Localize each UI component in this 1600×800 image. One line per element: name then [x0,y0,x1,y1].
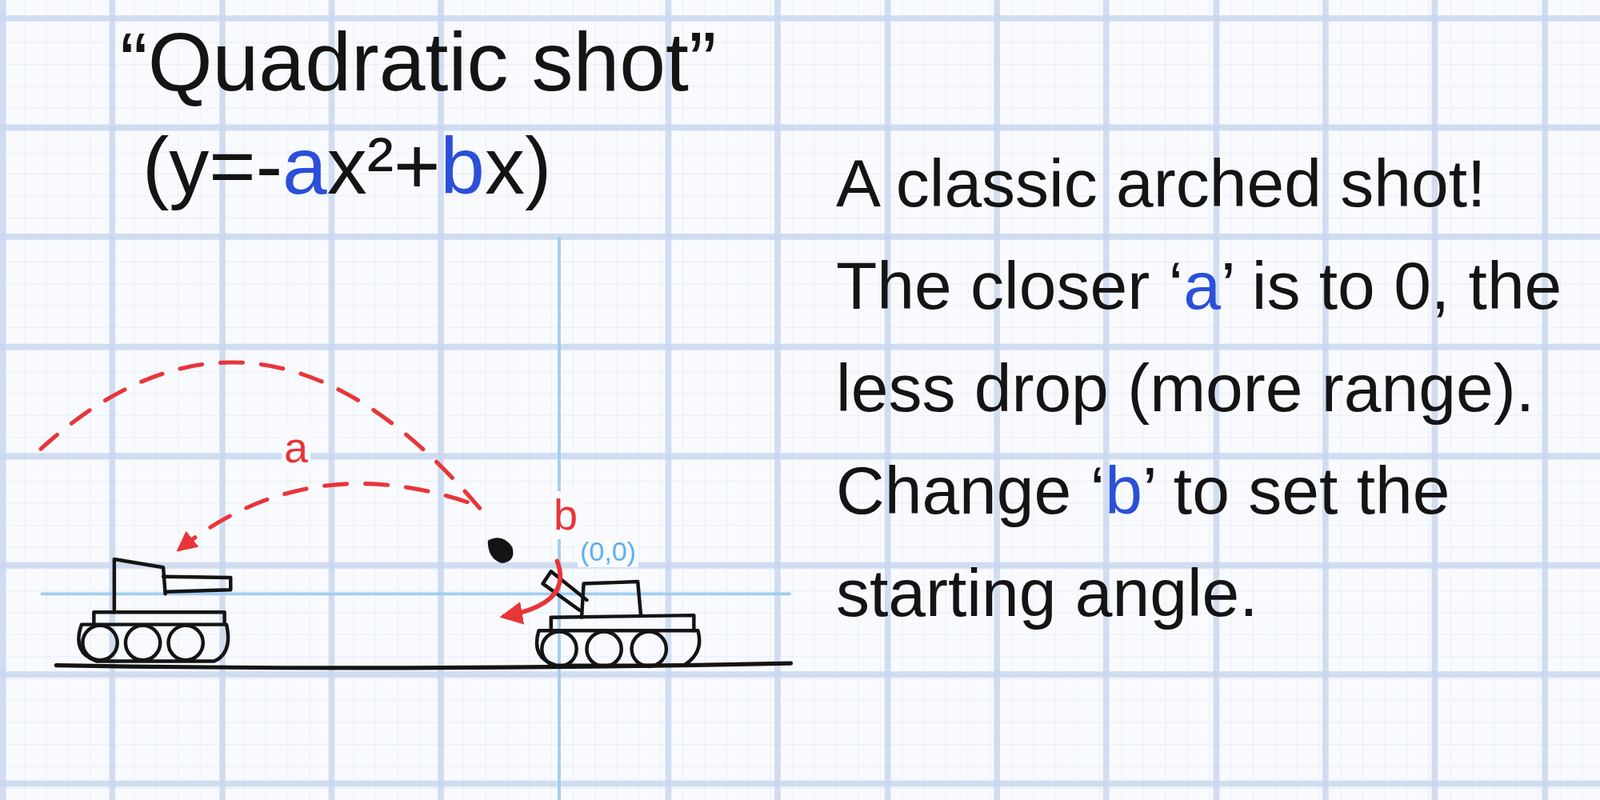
projectile [488,537,514,564]
formula-part: x) [484,120,552,211]
formula: (y=-ax²+bx) [142,120,552,212]
formula-part: b [440,120,485,211]
formula-part: x²+ [327,120,441,211]
note-paragraph: A classic arched shot! The closer ‘a’ is… [836,132,1584,644]
formula-part: a [282,120,328,211]
angle-arrow [504,561,560,617]
note-part: b [1104,452,1143,528]
x-axis [40,592,792,596]
note-part: a [1183,248,1221,324]
angle-label: b [551,491,580,539]
arc-label: a [281,424,311,472]
title: “Quadratic shot” [120,14,717,111]
formula-part: (y=- [142,120,283,211]
left-tank [78,559,231,662]
origin-label: (0,0) [577,536,639,567]
trajectory-arcs [40,362,480,549]
